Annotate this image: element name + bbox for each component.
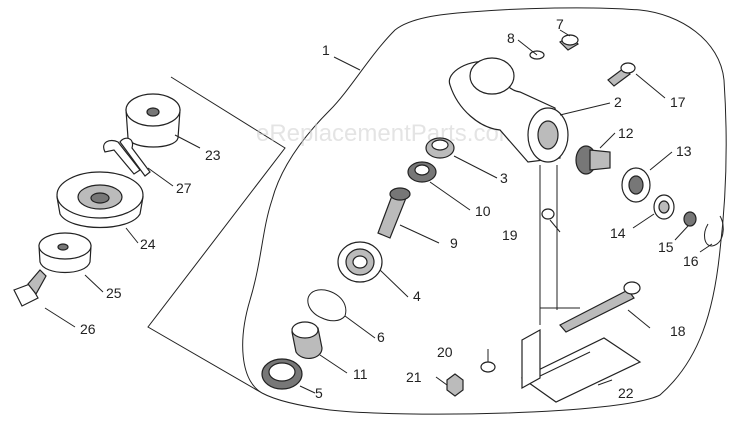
callout-15: 15 <box>658 239 674 255</box>
part-24-washer <box>56 171 144 228</box>
callout-12: 12 <box>618 125 634 141</box>
callout-10: 10 <box>475 203 491 219</box>
callout-25: 25 <box>106 285 122 301</box>
watermark: eReplacementParts.com <box>256 120 519 147</box>
callout-24: 24 <box>140 236 156 252</box>
callout-17: 17 <box>670 94 686 110</box>
part-7-screw <box>559 34 579 51</box>
callout-27: 27 <box>176 180 192 196</box>
part-13-bearing <box>621 167 651 203</box>
callout-20: 20 <box>437 344 453 360</box>
callout-22: 22 <box>618 385 634 401</box>
callout-14: 14 <box>610 225 626 241</box>
part-22-bracket <box>520 328 642 403</box>
part-25-spacer <box>38 232 92 273</box>
callout-13: 13 <box>676 143 692 159</box>
callout-16: 16 <box>683 253 699 269</box>
part-10-gear <box>407 161 437 183</box>
part-16-snap-ring <box>704 215 724 247</box>
part-6-snap-ring <box>307 289 347 322</box>
part-4-bearing <box>337 241 383 283</box>
part-18-screw <box>559 281 641 333</box>
callout-6: 6 <box>377 329 385 345</box>
callout-21: 21 <box>406 369 422 385</box>
callout-23: 23 <box>205 147 221 163</box>
part-12-gear <box>575 145 611 175</box>
callout-7: 7 <box>556 16 564 32</box>
callout-26: 26 <box>80 321 96 337</box>
part-15-ring <box>683 211 697 227</box>
callout-9: 9 <box>450 235 458 251</box>
leader-lines <box>44 29 713 394</box>
part-23-cap <box>125 93 181 148</box>
callout-11: 11 <box>353 366 368 382</box>
part-3-spacer <box>425 137 455 159</box>
callout-2: 2 <box>614 94 622 110</box>
callout-18: 18 <box>670 323 686 339</box>
part-9-shaft <box>377 187 411 239</box>
part-5-bearing <box>261 358 303 390</box>
callout-5: 5 <box>315 385 323 401</box>
part-19-washer <box>541 208 555 220</box>
part-26-bolt <box>13 269 47 307</box>
callout-19: 19 <box>502 227 518 243</box>
part-20-washer <box>480 361 496 373</box>
part-11-sleeve <box>291 321 323 359</box>
subassembly-bracket <box>147 76 286 394</box>
housing-outline <box>242 7 727 415</box>
callout-1: 1 <box>322 42 330 58</box>
part-14-bearing <box>653 194 675 220</box>
part-21-nut <box>446 373 464 397</box>
part-2-angle-head <box>448 57 569 163</box>
part-17-screw <box>607 62 636 87</box>
callout-8: 8 <box>507 30 515 46</box>
callout-4: 4 <box>413 288 421 304</box>
alignment-lines <box>539 165 580 325</box>
callout-3: 3 <box>500 170 508 186</box>
part-27-pin <box>103 137 151 177</box>
